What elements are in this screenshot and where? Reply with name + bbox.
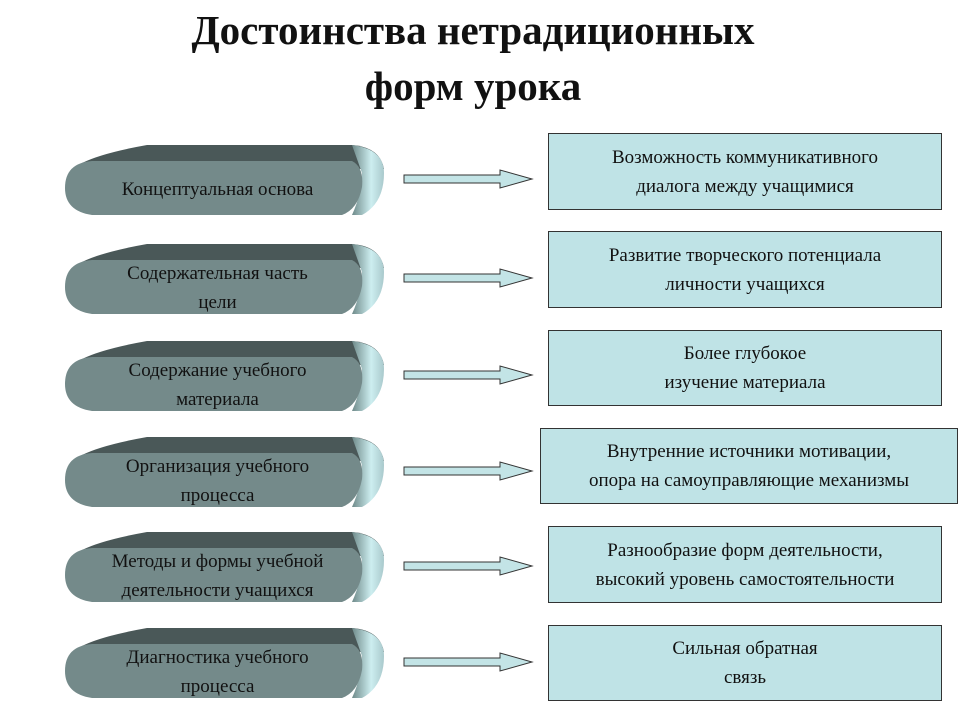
aspect-label-line: деятельности учащихся (121, 580, 314, 601)
advantage-box: Внутренние источники мотивации, опора на … (540, 428, 958, 504)
arrow-right-icon (403, 169, 534, 189)
aspect-shape (65, 532, 384, 602)
title-line-1: Достоинства нетрадиционных (191, 7, 755, 53)
aspect-label-line: Концептуальная основа (121, 179, 314, 200)
advantage-line: изучение материала (664, 372, 826, 393)
diagram-row: Содержательная часть цели (0, 242, 960, 338)
aspect-shape (65, 145, 384, 215)
diagram-row: Содержание учебного материала (0, 339, 960, 435)
advantage-box: Развитие творческого потенциала личности … (548, 231, 942, 308)
aspect-label-line: цели (198, 292, 237, 313)
aspect-label-line: процесса (180, 676, 255, 697)
aspect-label-line: Организация учебного (125, 456, 310, 477)
aspect-label: Организация учебного процесса (70, 452, 365, 510)
aspect-label: Диагностика учебного процесса (70, 643, 365, 701)
diagram-row: Концептуальная основа (0, 143, 960, 239)
arrow-right-icon (403, 556, 534, 576)
advantage-line: Более глубокое (683, 343, 807, 364)
advantage-box: Возможность коммуникативного диалога межд… (548, 133, 942, 210)
aspect-label-line: Диагностика учебного (126, 647, 309, 668)
advantage-line: связь (723, 667, 767, 688)
advantage-line: высокий уровень самостоятельности (595, 568, 895, 590)
advantage-line: Внутренние источники мотивации, (606, 441, 892, 462)
arrow-right-icon (403, 365, 534, 385)
diagram-row: Организация учебного процесса (0, 435, 960, 531)
advantage-box: Сильная обратная связь (548, 625, 942, 701)
advantage-line: Сильная обратная (672, 638, 818, 659)
advantage-line: диалога между учащимися (636, 175, 854, 197)
aspect-shape (65, 628, 384, 698)
aspect-shape (65, 341, 384, 411)
aspect-label-line: материала (176, 389, 259, 410)
advantage-line: Разнообразие форм деятельности, (607, 539, 883, 561)
arrow-right-icon (403, 268, 534, 288)
aspect-label: Методы и формы учебной деятельности учащи… (70, 547, 365, 605)
advantage-line: опора на самоуправляющие механизмы (588, 470, 910, 491)
arrow-right-icon (403, 652, 534, 672)
aspect-label: Концептуальная основа (70, 175, 365, 204)
arrow-right-icon (403, 461, 534, 481)
aspect-label: Содержательная часть цели (70, 259, 365, 317)
aspect-label-line: процесса (180, 485, 255, 506)
diagram-row: Диагностика учебного процесса (0, 626, 960, 722)
aspect-label-line: Содержательная часть (127, 263, 308, 284)
advantage-line: Возможность коммуникативного (612, 146, 878, 168)
advantage-box: Более глубокое изучение материала (548, 330, 942, 406)
advantage-box: Разнообразие форм деятельности, высокий у… (548, 526, 942, 603)
aspect-label-line: Содержание учебного (128, 360, 307, 381)
aspect-label: Содержание учебного материала (70, 356, 365, 414)
title-line-2: форм урока (364, 63, 582, 109)
advantage-line: Развитие творческого потенциала (608, 244, 882, 266)
aspect-label-line: Методы и формы учебной (111, 551, 324, 572)
aspect-shape (65, 244, 384, 314)
advantage-line: личности учащихся (665, 273, 825, 295)
diagram-row: Методы и формы учебной деятельности учащи… (0, 530, 960, 626)
page-title: Достоинства нетрадиционных форм урока (0, 2, 946, 114)
aspect-shape (65, 437, 384, 507)
